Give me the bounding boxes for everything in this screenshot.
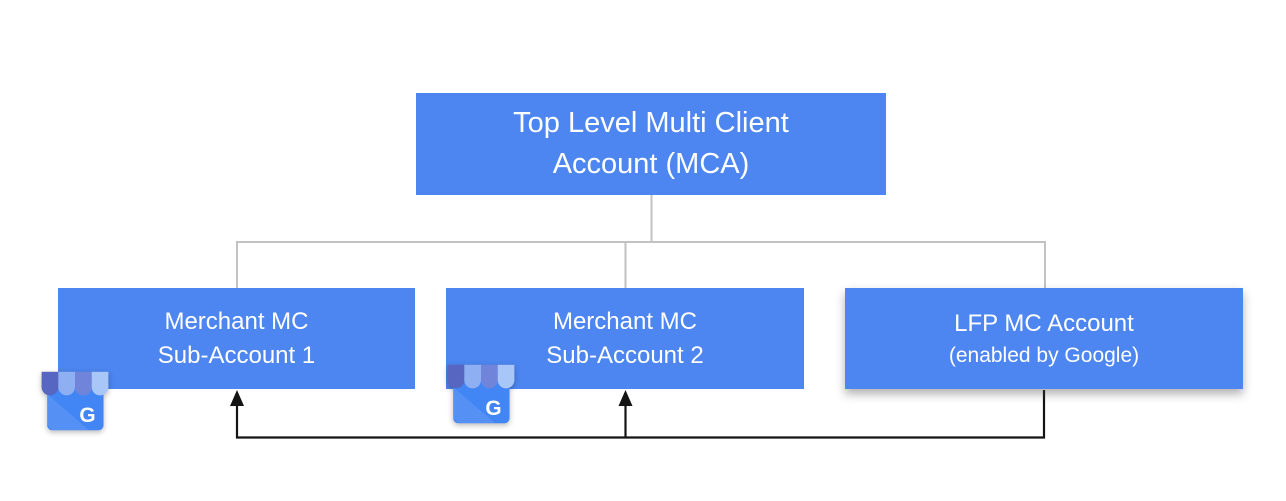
sub-account-1-label-line1: Merchant MC <box>164 307 309 335</box>
mca-root-label-line1: Top Level Multi Client <box>513 107 789 139</box>
merchant-sub-account-1-node: Merchant MC Sub-Account 1 <box>58 288 415 389</box>
google-my-business-icon: G <box>41 371 109 431</box>
mca-root-node: Top Level Multi Client Account (MCA) <box>416 93 886 195</box>
storefront-awning <box>447 364 515 389</box>
sub-account-1-label-line2: Sub-Account 1 <box>157 341 316 369</box>
google-my-business-icon: G <box>447 364 515 424</box>
lfp-flow-line <box>235 390 1046 439</box>
arrowhead-sub2-icon <box>618 390 633 406</box>
storefront-awning <box>41 371 109 396</box>
lfp-account-label-line1: LFP MC Account <box>954 309 1134 337</box>
google-g-letter: G <box>79 404 95 427</box>
arrowhead-sub1-icon <box>230 390 244 406</box>
storefront-highlight <box>47 394 89 431</box>
storefront-body <box>47 388 104 431</box>
lfp-mc-account-node: LFP MC Account (enabled by Google) <box>845 288 1243 389</box>
lfp-account-label-line2: (enabled by Google) <box>948 343 1140 367</box>
hierarchy-tree-line <box>236 195 1046 288</box>
sub-account-2-label-line2: Sub-Account 2 <box>546 341 704 369</box>
sub-account-2-label-line1: Merchant MC <box>552 307 698 335</box>
google-g-letter: G <box>485 397 501 420</box>
storefront-body <box>453 381 510 424</box>
mca-root-label-line2: Account (MCA) <box>552 148 750 180</box>
